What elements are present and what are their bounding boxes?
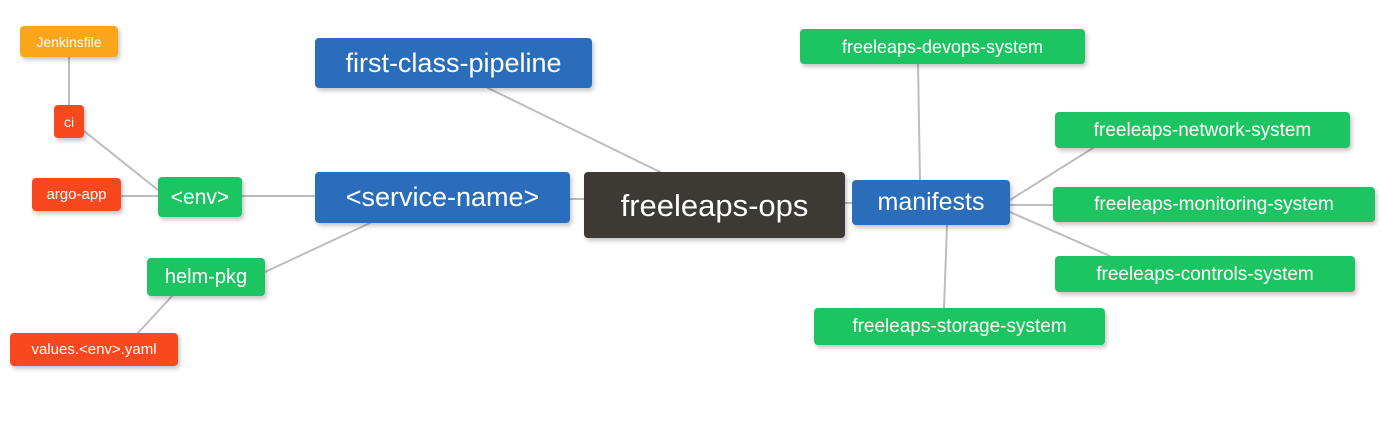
node-label: values.<env>.yaml <box>31 341 157 358</box>
node-devops[interactable]: freeleaps-devops-system <box>800 29 1085 64</box>
edge-manifests-to-devops <box>917 63 921 181</box>
node-helm-pkg[interactable]: helm-pkg <box>147 258 265 296</box>
node-monitoring[interactable]: freeleaps-monitoring-system <box>1053 187 1375 222</box>
edge-helm-pkg-to-values-yaml <box>137 295 173 334</box>
node-env[interactable]: <env> <box>158 177 242 217</box>
node-label: freeleaps-devops-system <box>841 36 1044 57</box>
node-label: Jenkinsfile <box>36 33 102 50</box>
edge-manifests-to-storage <box>943 224 948 309</box>
node-label: <env> <box>170 185 230 209</box>
edge-pipeline-to-freeleaps-ops <box>487 87 661 173</box>
node-label: freeleaps-ops <box>620 187 809 223</box>
node-label: helm-pkg <box>164 266 248 288</box>
node-pipeline[interactable]: first-class-pipeline <box>315 38 592 88</box>
node-ci[interactable]: ci <box>54 105 84 138</box>
node-label: freeleaps-storage-system <box>852 316 1067 337</box>
edge-manifests-to-controls <box>1009 211 1111 257</box>
node-values-yaml[interactable]: values.<env>.yaml <box>10 333 178 366</box>
node-label: freeleaps-network-system <box>1093 119 1312 141</box>
node-label: freeleaps-monitoring-system <box>1094 194 1334 215</box>
node-jenkinsfile[interactable]: Jenkinsfile <box>20 26 118 57</box>
node-label: argo-app <box>46 186 107 203</box>
edge-manifests-to-network <box>1009 147 1094 201</box>
node-storage[interactable]: freeleaps-storage-system <box>814 308 1105 345</box>
node-controls[interactable]: freeleaps-controls-system <box>1055 256 1355 292</box>
node-network[interactable]: freeleaps-network-system <box>1055 112 1350 148</box>
edge-ci-to-env <box>83 130 159 191</box>
node-label: freeleaps-controls-system <box>1096 263 1314 285</box>
node-argo-app[interactable]: argo-app <box>32 178 121 211</box>
node-manifests[interactable]: manifests <box>852 180 1010 225</box>
node-label: <service-name> <box>345 182 540 212</box>
node-freeleaps-ops[interactable]: freeleaps-ops <box>584 172 845 238</box>
node-label: manifests <box>877 188 985 216</box>
node-label: first-class-pipeline <box>345 47 562 78</box>
node-label: ci <box>63 113 75 130</box>
node-service-name[interactable]: <service-name> <box>315 172 570 223</box>
edge-service-name-to-helm-pkg <box>264 222 371 273</box>
